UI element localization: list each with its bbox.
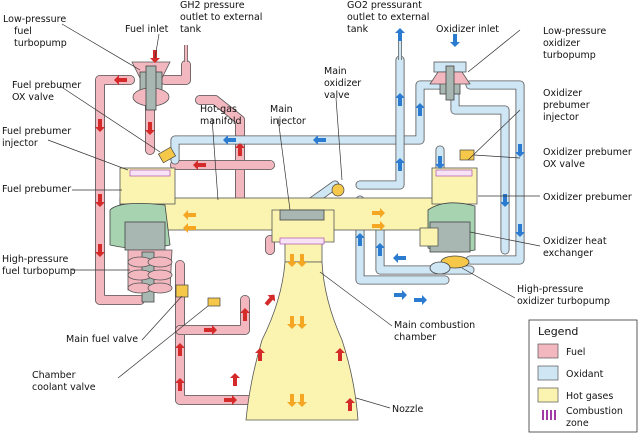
legend: Legend Fuel Oxidant Hot gases Combustion…: [528, 319, 638, 433]
flow-arrow: [264, 294, 276, 306]
label-main-fuel-valve: Main fuel valve: [66, 334, 138, 345]
hp-fuel-turbopump: [109, 202, 173, 303]
legend-title: Legend: [538, 325, 578, 338]
legend-label-oxidant: Oxidant: [566, 369, 604, 380]
label-fuel-prebumer: Fuel prebumer: [2, 184, 71, 195]
legend-swatch-fuel: [537, 343, 559, 359]
flow-arrow: [395, 93, 405, 106]
main-oxidizer-valve: [331, 183, 345, 197]
flow-arrow: [375, 243, 385, 256]
flow-arrow: [224, 395, 237, 405]
flow-arrow: [395, 158, 405, 171]
flow-arrow: [183, 223, 196, 233]
flow-arrow: [297, 254, 307, 267]
oxidizer-prebumer-ox-valve: [459, 149, 475, 161]
flow-arrow: [297, 394, 307, 407]
chamber-coolant-valve: [207, 297, 221, 307]
flow-arrow: [95, 119, 105, 132]
flow-arrow: [435, 156, 445, 169]
main-combustion-chamber: [245, 209, 359, 421]
flow-arrow: [395, 28, 405, 41]
legend-label-hot: Hot gases: [566, 391, 613, 402]
flow-arrow: [114, 75, 127, 85]
flow-arrow: [313, 135, 326, 145]
leader-lines: [47, 23, 541, 409]
flow-arrow: [235, 143, 245, 156]
flow-arrow: [287, 254, 297, 267]
flow-arrow: [355, 233, 365, 246]
flow-arrow: [335, 348, 345, 361]
flow-arrow: [193, 160, 206, 170]
flow-arrow: [255, 348, 265, 361]
legend-swatch-combustion: [542, 410, 556, 420]
flow-arrow: [223, 135, 236, 145]
flow-arrow: [450, 34, 460, 47]
flow-arrow: [414, 295, 427, 305]
lp-fuel-turbopump: [131, 61, 171, 111]
flow-arrow: [372, 208, 385, 218]
flow-arrow: [183, 210, 196, 220]
flow-arrow: [515, 144, 525, 157]
label-oxidizer-inlet: Oxidizer inlet: [436, 24, 499, 35]
flow-arrow: [415, 103, 425, 116]
flow-arrow: [287, 316, 297, 329]
main-fuel-valve: [175, 284, 189, 298]
flow-arrow: [287, 394, 297, 407]
label-nozzle: Nozzle: [392, 404, 424, 415]
legend-label-fuel: Fuel: [566, 347, 585, 358]
legend-swatch-hot: [537, 387, 559, 403]
flow-arrow: [297, 316, 307, 329]
flow-arrow: [515, 224, 525, 237]
flow-arrow: [95, 244, 105, 257]
flow-arrow: [204, 325, 217, 335]
flow-arrow: [394, 290, 407, 300]
fuel-prebumer-ox-valve: [157, 146, 177, 164]
legend-swatch-oxidant: [537, 365, 559, 381]
flow-arrow: [393, 253, 406, 263]
flow-arrow: [230, 373, 240, 386]
flow-arrow: [240, 308, 250, 321]
flow-arrows: [95, 28, 525, 411]
label-oxidizer-prebumer: Oxidizer prebumer: [543, 192, 632, 203]
lp-oxidizer-turbopump: [429, 61, 471, 101]
flow-arrow: [345, 398, 355, 411]
label-fuel-inlet: Fuel inlet: [125, 24, 169, 35]
flow-arrow: [145, 122, 155, 135]
flow-arrow: [372, 221, 385, 231]
flow-arrow: [95, 194, 105, 207]
hp-oxidizer-turbopump: [419, 202, 476, 275]
flow-arrow: [500, 194, 510, 207]
flow-arrow: [175, 343, 185, 356]
flow-arrow: [175, 378, 185, 391]
